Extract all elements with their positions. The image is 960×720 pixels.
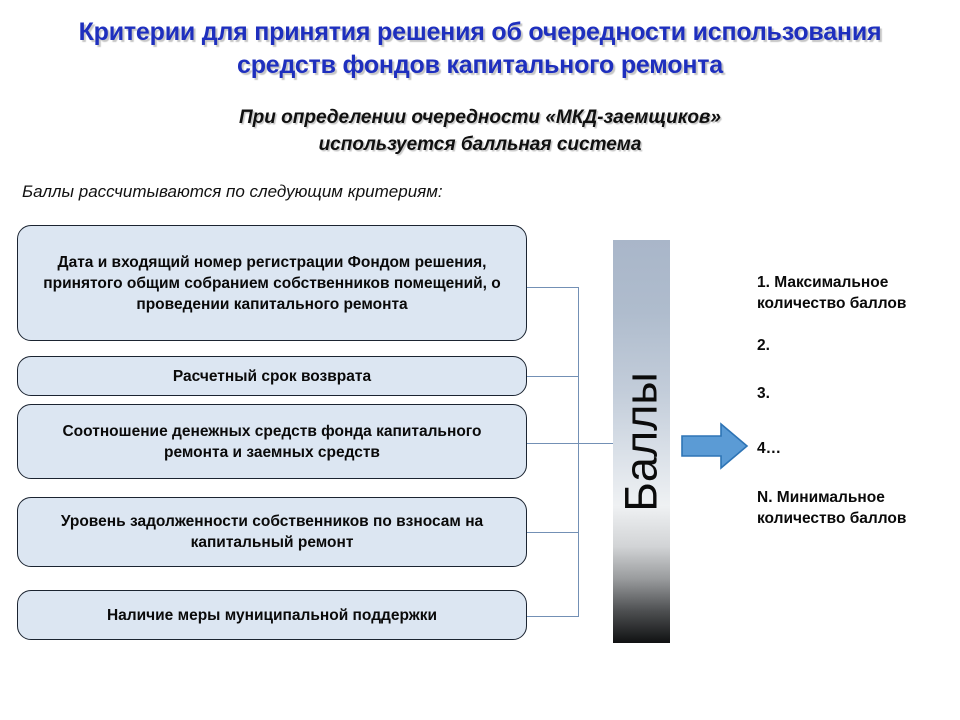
ranking-item-4: 4… [757, 440, 782, 457]
ranking-list: 1. Максимальное количество баллов 2. 3. … [757, 272, 947, 529]
criterion-label-3: Соотношение денежных средств фонда капит… [62, 422, 482, 461]
ranking-item-1: 1. Максимальное количество баллов [757, 274, 907, 312]
score-gradient-bar [613, 240, 670, 643]
ranking-spacer-1 [757, 314, 947, 335]
connector-line-4 [527, 532, 578, 533]
criterion-label-1: Дата и входящий номер регистрации Фондом… [43, 253, 501, 313]
ranking-spacer-4 [757, 459, 947, 487]
criterion-label-5: Наличие меры муниципальной поддержки [106, 606, 438, 624]
connector-line-2 [527, 376, 578, 377]
page-title: Критерии для принятия решения об очередн… [78, 18, 882, 79]
connector-line-5 [527, 616, 578, 617]
criterion-box-5[interactable]: Наличие меры муниципальной поддержки [17, 590, 527, 640]
criterion-box-2[interactable]: Расчетный срок возврата [17, 356, 527, 396]
connector-to-score-bar [578, 443, 614, 444]
criterion-box-3[interactable]: Соотношение денежных средств фонда капит… [17, 404, 527, 479]
criterion-box-1[interactable]: Дата и входящий номер регистрации Фондом… [17, 225, 527, 341]
criterion-label-2: Расчетный срок возврата [172, 367, 372, 385]
slide-subtitle: При определении очередности «МКД-заемщик… [239, 107, 721, 155]
connector-line-1 [527, 287, 578, 288]
ranking-item-3: 3. [757, 385, 770, 402]
ranking-item-2: 2. [757, 337, 770, 354]
ranking-item-5: N. Минимальное количество баллов [757, 489, 907, 527]
right-arrow-icon [681, 422, 749, 470]
connector-spine [578, 287, 579, 617]
leadin-text: Баллы рассчитываются по следующим критер… [22, 182, 443, 201]
ranking-spacer-2 [757, 356, 947, 383]
ranking-spacer-3 [757, 404, 947, 438]
criterion-box-4[interactable]: Уровень задолженности собственников по в… [17, 497, 527, 567]
connector-line-3 [527, 443, 578, 444]
criterion-label-4: Уровень задолженности собственников по в… [60, 513, 484, 551]
